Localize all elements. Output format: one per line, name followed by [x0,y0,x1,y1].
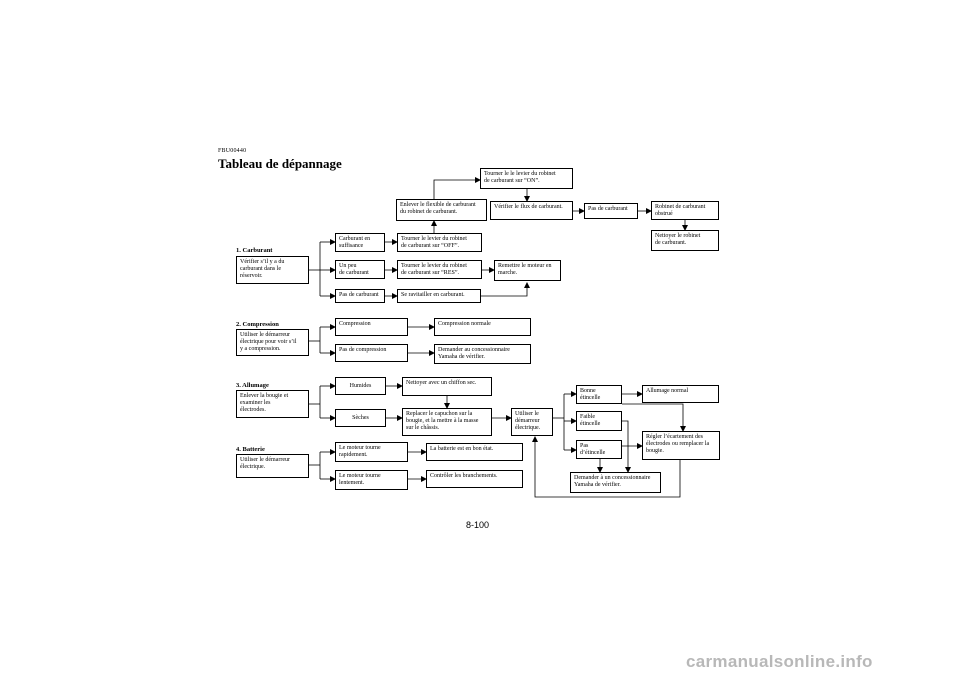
clean-cock-box: Nettoyer le robinet de carburant. [651,230,719,251]
refuel-box: Se ravitailler en carburant. [397,289,481,303]
fuel-none-box: Pas de carburant [335,289,385,303]
wipe-dry-box: Nettoyer avec un chiffon sec. [402,377,492,396]
ignition-normal-box: Allumage normal [642,385,719,403]
turns-slow-box: Le moteur tourne lentement. [335,470,408,490]
compression-ok-box: Compression [335,318,408,336]
battery-good-box: La batterie est en bon état. [426,443,523,461]
dry-electrodes-box: Sèches [335,409,386,427]
compression-check-box: Utiliser le démarreur électrique pour vo… [236,329,309,356]
battery-check-box: Utiliser le démarreur électrique. [236,454,309,478]
page-number: 8-100 [466,520,490,530]
section-title-batterie: 4. Batterie [236,446,265,453]
ground-plug-box: Replacer le capuchon sur la bougie, et l… [402,408,492,436]
no-spark-box: Pas d’étincelle [576,440,622,459]
adjust-gap-box: Régler l’écartement des électrodes ou re… [642,431,720,460]
compression-normal-box: Compression normale [434,318,531,336]
ignition-dealer-box: Demander à un concessionnaire Yamaha de … [570,472,661,493]
restart-engine-box: Remettre le moteur en marche. [494,260,561,281]
watermark: carmanualsonline.info [686,652,873,671]
fuel-res-box: Tourner le levier du robinet de carburan… [397,260,482,279]
no-fuel-flow-box: Pas de carburant [584,203,638,219]
page-title: Tableau de dépannage [218,156,342,171]
fuel-little-box: Un peu de carburant [335,260,385,279]
weak-spark-box: Faible étincelle [576,411,622,431]
ignition-starter-box: Utiliser le démarreur électrique. [511,408,553,436]
fuel-off-box: Tourner le levier du robinet de carburan… [397,233,482,252]
section-title-allumage: 3. Allumage [236,382,269,389]
wet-electrodes-box: Humides [335,377,386,395]
good-spark-box: Bonne étincelle [576,385,622,404]
turns-fast-box: Le moteur tourne rapidement. [335,442,408,462]
check-fuel-flow-box: Vérifier le flux de carburant. [490,201,573,220]
remove-fuel-hose-box: Enlever le flexible de carburant du robi… [396,199,487,221]
fuel-enough-box: Carburant en suffisance [335,233,385,252]
fuel-check-box: Vérifier s’il y a du carburant dans le r… [236,256,309,284]
ignition-check-box: Enlever la bougie et examiner les électr… [236,390,309,418]
compression-dealer-box: Demander au concessionnaire Yamaha de vé… [434,344,531,364]
fuel-on-box: Tourner le le levier du robinet de carbu… [480,168,573,189]
clogged-cock-box: Robinet de carburant obstrué [651,201,719,220]
section-title-carburant: 1. Carburant [236,247,273,254]
section-title-compression: 2. Compression [236,321,279,328]
no-compression-box: Pas de compression [335,344,408,362]
reference-code: FBU00440 [218,148,247,154]
check-connections-box: Contrôler les branchements. [426,470,523,488]
